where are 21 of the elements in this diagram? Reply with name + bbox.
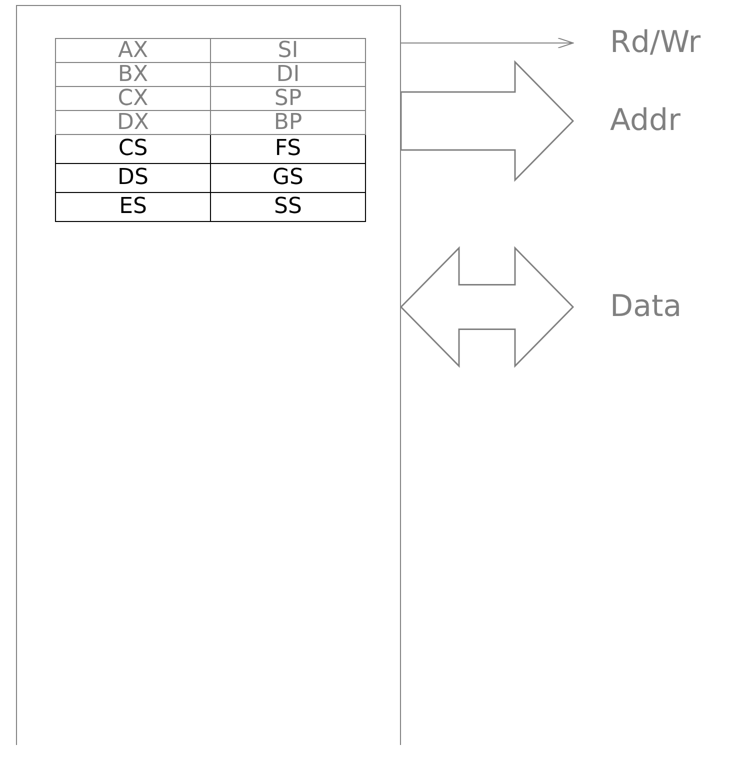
register-cell: CX <box>56 86 210 110</box>
block-arrow <box>400 60 574 182</box>
register-cell: DS <box>56 164 210 192</box>
arrow <box>400 38 574 48</box>
double-block-arrow <box>400 246 574 368</box>
register-cell: DX <box>56 110 210 134</box>
bus-label: Rd/Wr <box>573 25 701 61</box>
register-cell: AX <box>56 38 210 62</box>
register-cell: GS <box>210 164 366 192</box>
register-cell: CS <box>56 134 210 164</box>
register-cell: SI <box>210 38 366 62</box>
bus-label: Data <box>573 289 682 325</box>
register-cell: SP <box>210 86 366 110</box>
register-cell: BP <box>210 110 366 134</box>
register-cell: FS <box>210 134 366 164</box>
register-cell: SS <box>210 192 366 222</box>
register-cell: DI <box>210 62 366 86</box>
cpu-block <box>16 5 401 745</box>
bus-label: Addr <box>573 103 680 139</box>
register-cell: ES <box>56 192 210 222</box>
register-cell: BX <box>56 62 210 86</box>
